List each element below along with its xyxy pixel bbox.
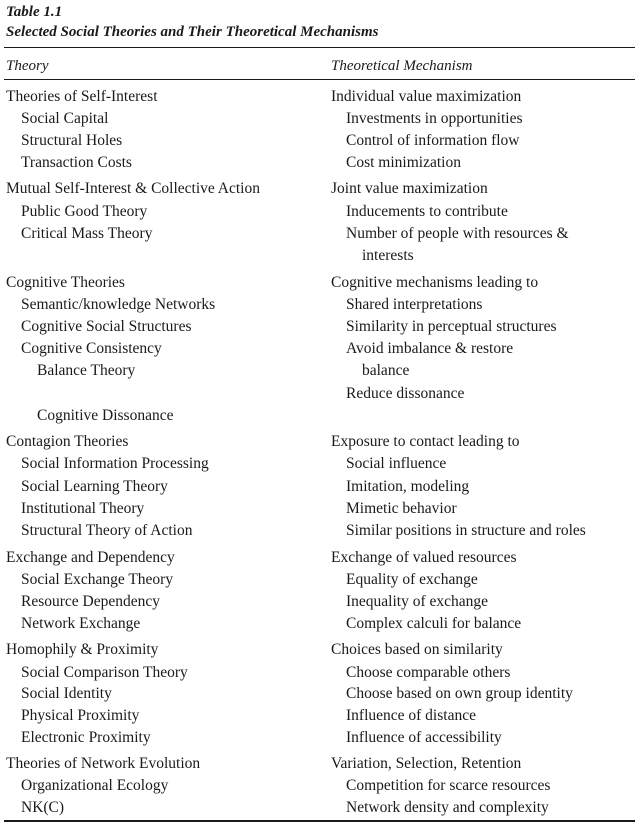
- theory-item: Cognitive Social Structures: [21, 318, 192, 335]
- header-mechanism: Theoretical Mechanism: [331, 58, 473, 74]
- mechanism-item: Inequality of exchange: [346, 593, 489, 610]
- theory-group: Theories of Self-Interest: [6, 88, 158, 105]
- theory-item: Organizational Ecology: [21, 777, 169, 794]
- mechanism-item: Shared interpretations: [346, 296, 483, 313]
- mechanism-item: Competition for scarce resources: [346, 777, 551, 794]
- theory-item: Cognitive Consistency: [21, 340, 162, 357]
- mechanism-item: Cost minimization: [346, 154, 461, 171]
- mechanism-group: Joint value maximization: [331, 180, 488, 197]
- theory-subitem: Cognitive Dissonance: [37, 407, 174, 424]
- header-theory: Theory: [6, 58, 49, 74]
- theory-item: Resource Dependency: [21, 593, 161, 610]
- theory-group: Homophily & Proximity: [6, 641, 159, 658]
- theory-item: Social Learning Theory: [21, 478, 168, 495]
- mechanism-item: Investments in opportunities: [346, 110, 523, 127]
- bottom-rule: [4, 820, 635, 822]
- theory-group: Cognitive Theories: [6, 274, 125, 291]
- mechanism-item: Avoid imbalance & restore: [346, 340, 514, 357]
- theory-item: Social Identity: [21, 685, 112, 702]
- top-rule: [4, 47, 635, 48]
- theory-item: Physical Proximity: [21, 707, 140, 724]
- mechanism-continuation: interests: [362, 247, 414, 264]
- theory-item: NK(C): [21, 799, 65, 816]
- theory-item: Structural Holes: [21, 132, 123, 149]
- theory-item: Institutional Theory: [21, 500, 145, 517]
- theory-item: Electronic Proximity: [21, 729, 151, 746]
- table-title: Selected Social Theories and Their Theor…: [6, 24, 379, 40]
- theory-group: Contagion Theories: [6, 433, 129, 450]
- header-rule: [4, 79, 635, 80]
- mechanism-group: Exchange of valued resources: [331, 549, 517, 566]
- mechanism-group: Exposure to contact leading to: [331, 433, 520, 450]
- table-caption: Table 1.1 Selected Social Theories and T…: [6, 2, 378, 42]
- mechanism-item: Choose comparable others: [346, 664, 511, 681]
- mechanism-item: Reduce dissonance: [346, 385, 465, 402]
- mechanism-item: Inducements to contribute: [346, 203, 508, 220]
- mechanism-item: Influence of accessibility: [346, 729, 502, 746]
- mechanism-item: Number of people with resources &: [346, 225, 569, 242]
- theory-item: Transaction Costs: [21, 154, 132, 171]
- mechanism-item: Control of information flow: [346, 132, 520, 149]
- table-label: Table 1.1: [6, 4, 63, 20]
- theory-group: Mutual Self-Interest & Collective Action: [6, 180, 260, 197]
- mechanism-item: Equality of exchange: [346, 571, 478, 588]
- mechanism-group: Cognitive mechanisms leading to: [331, 274, 539, 291]
- mechanism-group: Choices based on similarity: [331, 641, 503, 658]
- mechanism-item: Influence of distance: [346, 707, 476, 724]
- theory-item: Social Capital: [21, 110, 109, 127]
- mechanism-continuation: balance: [362, 362, 410, 379]
- mechanism-item: Similar positions in structure and roles: [346, 522, 586, 539]
- mechanism-item: Social influence: [346, 455, 447, 472]
- theory-group: Exchange and Dependency: [6, 549, 175, 566]
- mechanism-item: Imitation, modeling: [346, 478, 470, 495]
- theory-item: Public Good Theory: [21, 203, 148, 220]
- theory-item: Social Exchange Theory: [21, 571, 174, 588]
- theory-item: Semantic/knowledge Networks: [21, 296, 216, 313]
- theory-item: Structural Theory of Action: [21, 522, 193, 539]
- theory-group: Theories of Network Evolution: [6, 755, 201, 772]
- mechanism-item: Similarity in perceptual structures: [346, 318, 557, 335]
- mechanism-item: Choose based on own group identity: [346, 685, 573, 702]
- mechanism-item: Complex calculi for balance: [346, 615, 522, 632]
- theory-subitem: Balance Theory: [37, 362, 136, 379]
- mechanism-group: Individual value maximization: [331, 88, 522, 105]
- theory-item: Social Comparison Theory: [21, 664, 188, 681]
- mechanism-group: Variation, Selection, Retention: [331, 755, 522, 772]
- theory-item: Network Exchange: [21, 615, 141, 632]
- mechanism-item: Mimetic behavior: [346, 500, 457, 517]
- theory-item: Critical Mass Theory: [21, 225, 153, 242]
- mechanism-item: Network density and complexity: [346, 799, 549, 816]
- theory-item: Social Information Processing: [21, 455, 209, 472]
